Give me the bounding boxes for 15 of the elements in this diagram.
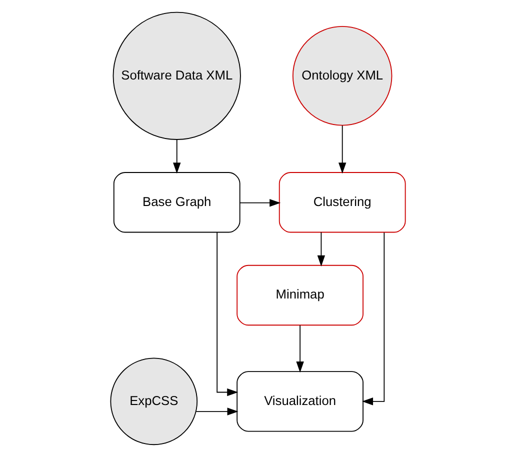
arrow — [216, 232, 238, 396]
node-box: Base Graph — [113, 172, 240, 233]
node-circle: Ontology XML — [292, 26, 392, 126]
node-circle: ExpCSS — [110, 358, 198, 446]
arrow — [317, 232, 326, 266]
arrow — [239, 198, 281, 207]
arrow — [173, 139, 181, 174]
node-box: Visualization — [236, 371, 364, 432]
arrow — [362, 232, 385, 406]
arrow — [296, 324, 304, 373]
node-box: Minimap — [236, 264, 364, 326]
node-circle: Software Data XML — [112, 12, 241, 140]
arrow — [338, 125, 346, 174]
arrow — [196, 408, 238, 416]
node-box: Clustering — [278, 172, 406, 233]
